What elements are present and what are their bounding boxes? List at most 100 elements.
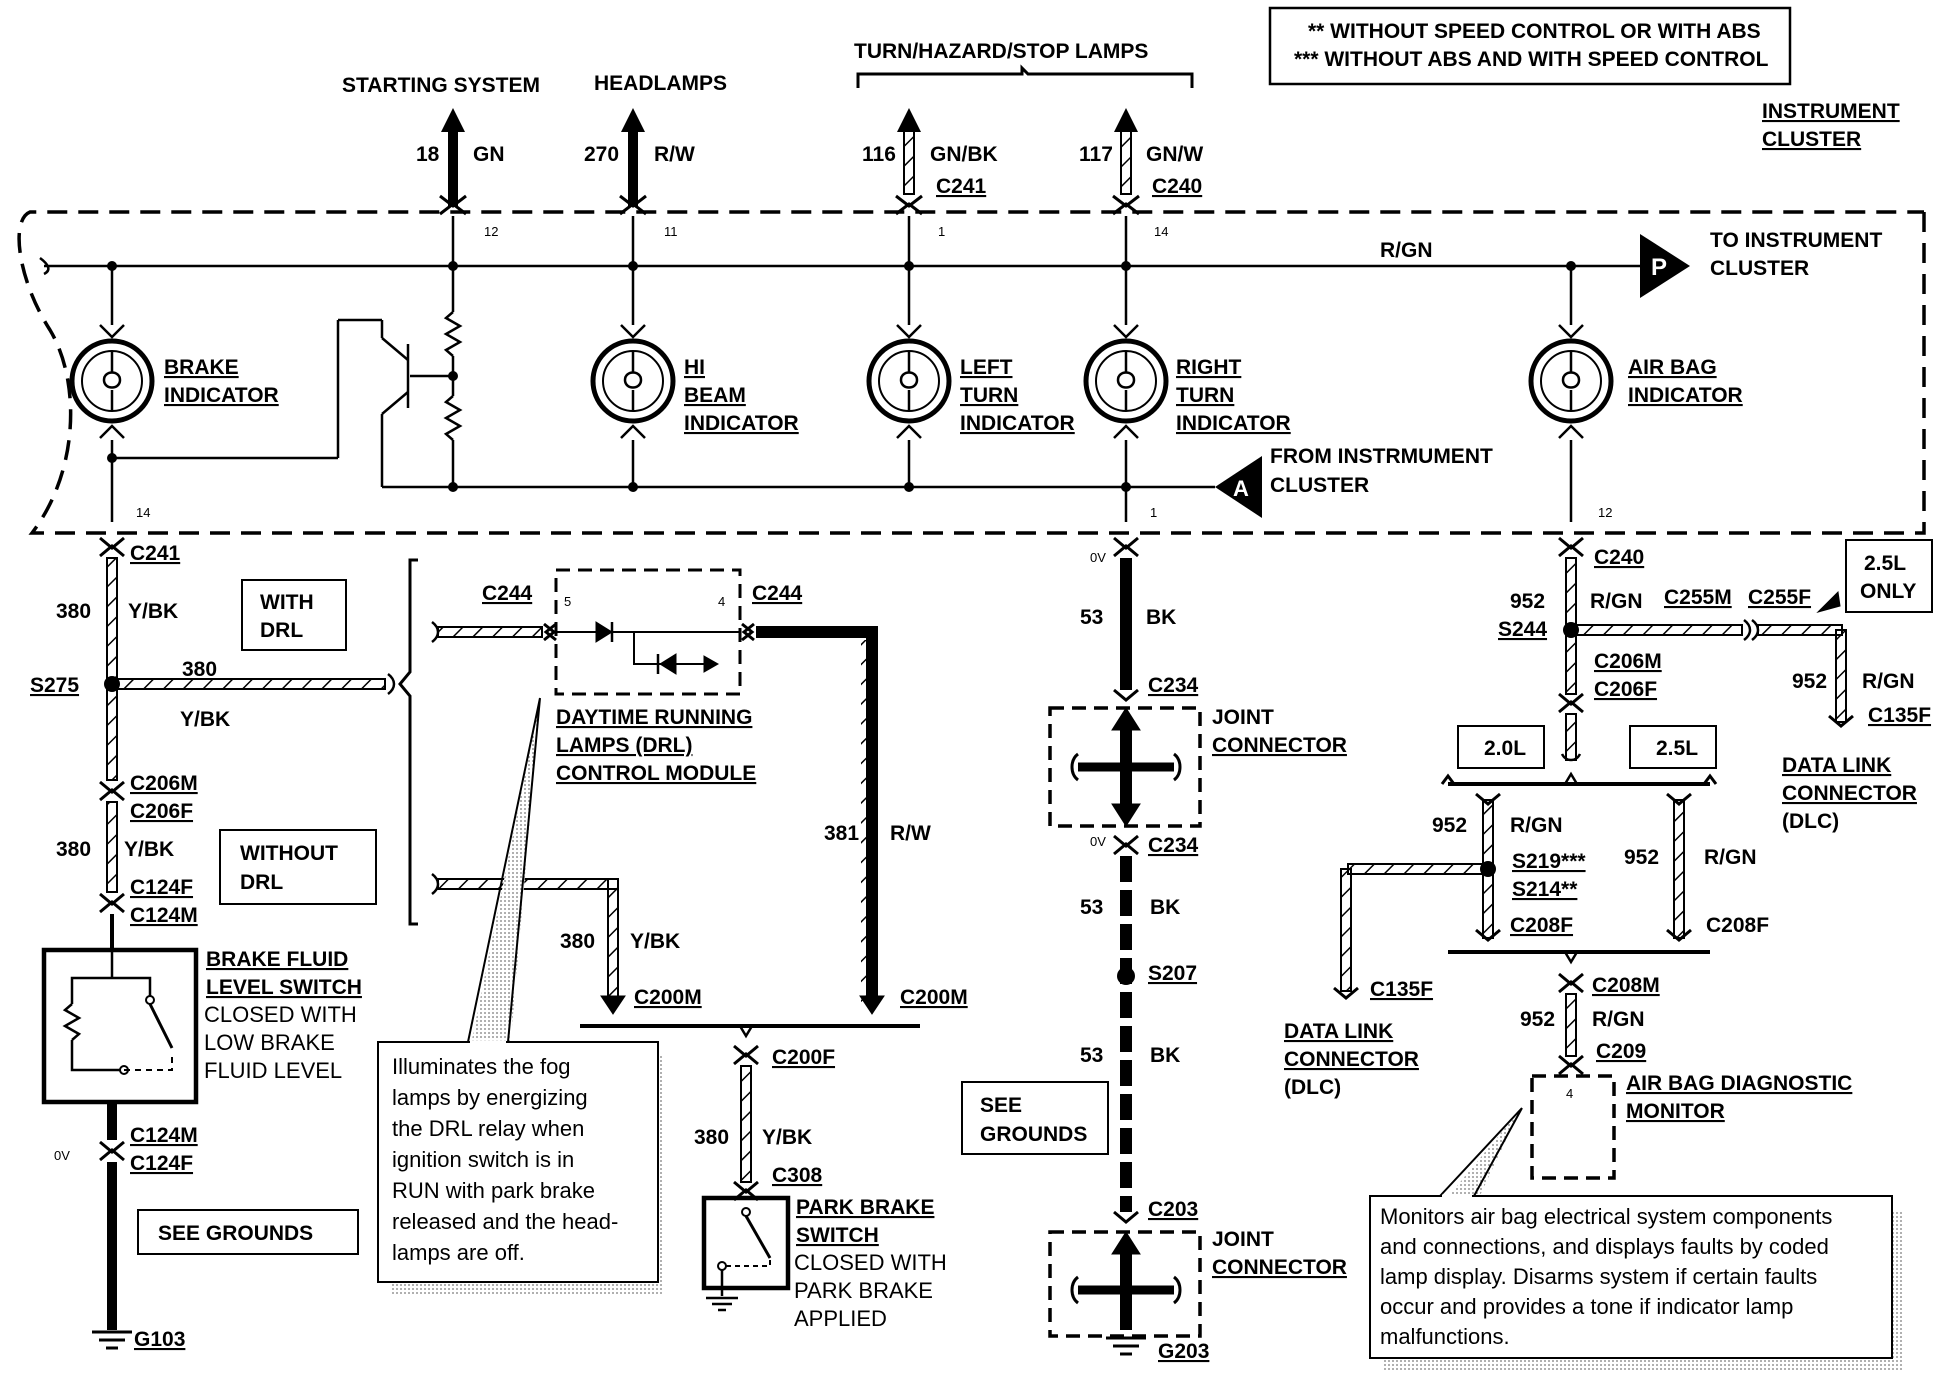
p-flag-letter: P [1651,254,1667,281]
ov-center-2: 0V [1090,834,1106,849]
wire-270-number: 270 [584,143,619,166]
pin-12-bottom: 12 [1598,505,1612,520]
drl-note-line-2: lamps by energizing [392,1085,588,1110]
drl-name-1: DAYTIME RUNNING [556,706,752,729]
wire-53-a: 53 [1080,606,1103,629]
dlc-a-3: (DLC) [1782,810,1839,833]
wire-270-color: R/W [654,143,695,166]
drl-note-line-5: RUN with park brake [392,1178,595,1203]
with-drl-2: DRL [260,619,303,642]
c124m-left-2: C124M [130,1124,198,1147]
right-turn-label-2: TURN [1176,384,1234,407]
airbag-note-callout [1369,1107,1904,1370]
hi-beam-label-3: INDICATOR [684,412,799,435]
hi-beam-indicator-lamp-icon [590,324,676,439]
only-25l-1: 2.5L [1864,552,1906,575]
c308: C308 [772,1164,823,1187]
pin-1-top: 1 [938,224,945,239]
bfls-label-5: FLUID LEVEL [204,1058,342,1083]
headlamps-label: HEADLAMPS [594,72,727,95]
brake-fluid-level-switch-icon [41,947,199,1105]
dlc-a-1: DATA LINK [1782,754,1891,777]
c206f-right: C206F [1594,678,1657,701]
p-flag: P [1640,234,1690,298]
c240-right: C240 [1594,546,1644,569]
bk-a: BK [1146,606,1176,629]
ov-left: 0V [54,1148,70,1163]
c206f-left: C206F [130,800,193,823]
wire-380-park: 380 [694,1126,729,1149]
legend-box: ** WITHOUT SPEED CONTROL OR WITH ABS ***… [1268,6,1792,86]
splice-s275: S275 [30,674,79,697]
wire-952-b: 952 [1792,670,1827,693]
c200f: C200F [772,1046,835,1069]
drl-pin-5: 5 [564,594,571,609]
wire-381: 381 [824,822,859,845]
c208f-a: C208F [1510,914,1573,937]
dlc-b-3: (DLC) [1284,1076,1341,1099]
left-circuit-wires [92,536,396,1350]
without-drl-1: WITHOUT [240,842,338,865]
to-instrument-cluster-2: CLUSTER [1710,257,1809,280]
legend-line-2: *** WITHOUT ABS AND WITH SPEED CONTROL [1294,48,1769,71]
legend-line-1: ** WITHOUT SPEED CONTROL OR WITH ABS [1308,20,1761,43]
c200m-b: C200M [900,986,968,1009]
bk-c: BK [1150,1044,1180,1067]
rgn-d: R/GN [1704,846,1757,869]
airbag-note-line-3: lamp display. Disarms system if certain … [1380,1264,1817,1289]
joint-connector-1b: CONNECTOR [1212,734,1347,757]
without-drl-box: WITHOUT DRL [219,829,377,905]
see-grounds-center-box: SEE GROUNDS [961,1081,1109,1155]
rw-381: R/W [890,822,931,845]
c241-left: C241 [130,542,181,565]
air-bag-label-2: INDICATOR [1628,384,1743,407]
hi-beam-label-2: BEAM [684,384,746,407]
dlc-b-1: DATA LINK [1284,1020,1393,1043]
c124m-left: C124M [130,904,198,927]
pbs-label-3: CLOSED WITH [794,1250,947,1275]
c203: C203 [1148,1198,1198,1221]
rgn-b: R/GN [1862,670,1915,693]
2-5l-box: 2.5L [1629,725,1717,769]
wire-380-branch: 380 [182,658,217,681]
cluster-junction-dots [107,261,1576,492]
without-drl-2: DRL [240,871,283,894]
pbs-label-2: SWITCH [796,1224,879,1247]
splice-s207-dot [1117,967,1135,985]
wire-380-drl: 380 [560,930,595,953]
c135f-b: C135F [1370,978,1433,1001]
wire-952-c: 952 [1432,814,1467,837]
bfls-label-1: BRAKE FLUID [206,948,348,971]
dlc-b-2: CONNECTOR [1284,1048,1419,1071]
right-turn-indicator-lamp-icon [1083,324,1169,439]
right-turn-label-3: INDICATOR [1176,412,1291,435]
drl-name-2: LAMPS (DRL) [556,734,692,757]
splice-s207: S207 [1148,962,1197,985]
with-drl-box: WITH DRL [241,579,347,651]
pin-1-bottom: 1 [1150,505,1157,520]
to-instrument-cluster-1: TO INSTRUMENT [1710,229,1882,252]
with-drl-1: WITH [260,591,314,614]
joint-connector-1a: JOINT [1212,706,1274,729]
airbag-note-line-1: Monitors air bag electrical system compo… [1380,1204,1832,1229]
a-flag-letter: A [1233,476,1249,501]
pin-14-top: 14 [1154,224,1168,239]
splice-s214: S214** [1512,878,1578,901]
left-turn-label-1: LEFT [960,356,1013,379]
connector-c240-top: C240 [1152,175,1202,198]
ybk-drl: Y/BK [630,930,680,953]
wire-18-color: GN [473,143,505,166]
ybk-branch: Y/BK [180,708,230,731]
brake-indicator-lamp-icon [69,324,155,439]
air-bag-label-1: AIR BAG [1628,356,1717,379]
from-cluster-2: CLUSTER [1270,474,1369,497]
airbag-note-line-2: and connections, and displays faults by … [1380,1234,1829,1259]
wire-117-number: 117 [1079,143,1113,166]
splice-s219: S219*** [1512,850,1586,873]
wire-53-b: 53 [1080,896,1103,919]
c244-right: C244 [752,582,803,605]
see-grounds-left: SEE GROUNDS [158,1222,313,1245]
drl-name-3: CONTROL MODULE [556,762,756,785]
airbag-note-line-5: malfunctions. [1380,1324,1510,1349]
pin-12-top: 12 [484,224,498,239]
